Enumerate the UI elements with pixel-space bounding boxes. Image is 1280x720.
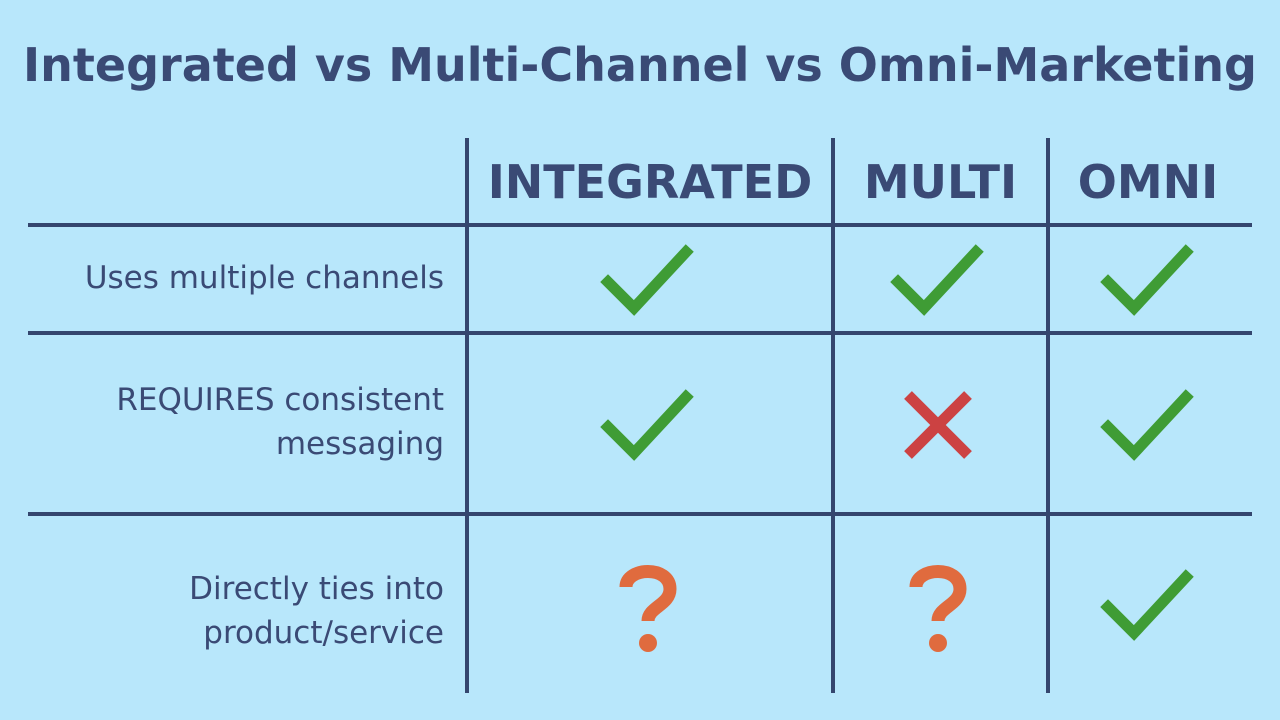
horizontal-divider-3	[28, 512, 1252, 516]
question-icon	[888, 555, 988, 655]
check-icon	[598, 230, 698, 330]
row-label-multiple-channels: Uses multiple channels	[84, 260, 444, 296]
check-icon	[1098, 375, 1198, 475]
check-icon	[1098, 230, 1198, 330]
row-label-ties-product: Directly ties into product/service	[189, 571, 444, 651]
page-title: Integrated vs Multi-Channel vs Omni-Mark…	[23, 38, 1257, 92]
vertical-divider-1	[465, 138, 469, 693]
cross-icon	[888, 375, 988, 475]
row-label-consistent-messaging: REQUIRES consistent messaging	[116, 382, 444, 462]
column-header-integrated: INTEGRATED	[487, 155, 813, 209]
horizontal-divider-2	[28, 331, 1252, 335]
check-icon	[888, 230, 988, 330]
column-header-omni: OMNI	[1077, 155, 1219, 209]
check-icon	[598, 375, 698, 475]
vertical-divider-2	[831, 138, 835, 693]
check-icon	[1098, 555, 1198, 655]
vertical-divider-3	[1046, 138, 1050, 693]
horizontal-divider-1	[28, 223, 1252, 227]
column-header-multi: MULTI	[863, 155, 1018, 209]
question-icon	[598, 555, 698, 655]
